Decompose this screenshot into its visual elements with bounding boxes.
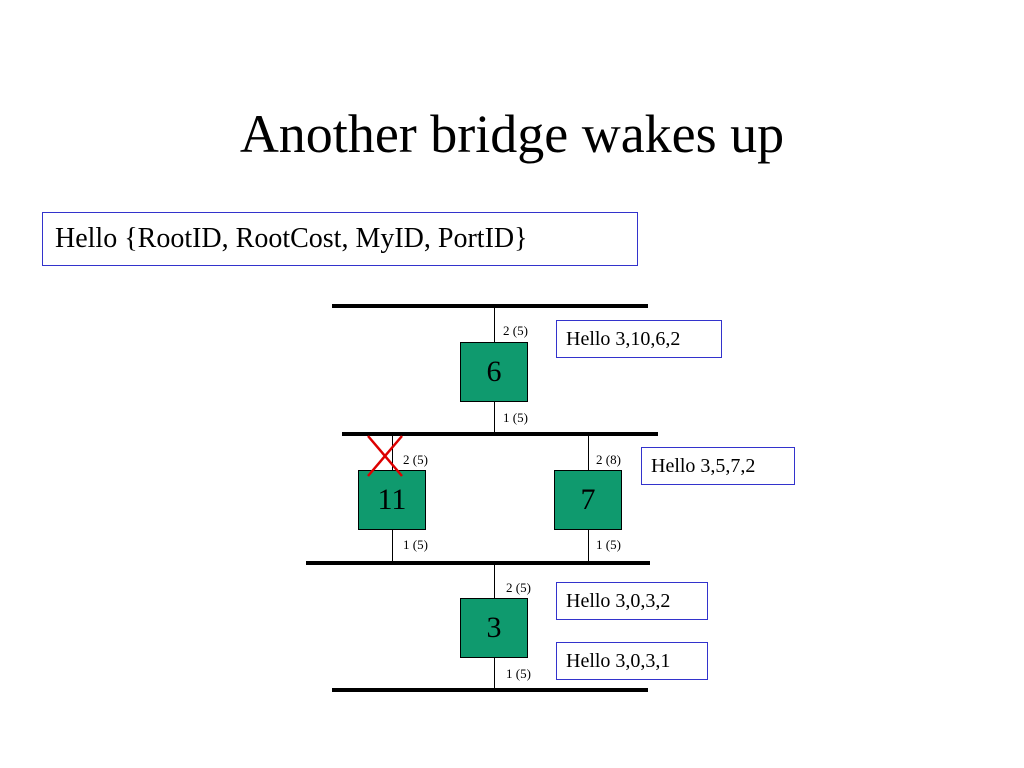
bridge-7: 7: [554, 470, 622, 530]
bridge-3-port-1-link: [494, 656, 495, 688]
bridge-6-port-1-link: [494, 400, 495, 432]
blocked-port-x-icon: [367, 435, 403, 477]
bridge-3-port-1-label: 1 (5): [506, 666, 531, 681]
lan-segment-upper-middle: [342, 432, 658, 436]
bridge-3-port-2-label: 2 (5): [506, 580, 531, 595]
bridge-7-port-1-link: [588, 528, 589, 561]
slide-title: Another bridge wakes up: [239, 104, 785, 164]
bridge-7-port-1-label: 1 (5): [596, 537, 621, 552]
bridge-6-port-2-label: 2 (5): [503, 323, 528, 338]
lan-segment-top: [332, 304, 648, 308]
bridge-11: 11: [358, 470, 426, 530]
bridge-11-port-1-link: [392, 528, 393, 561]
hello-message-bridge-3-port-1: Hello 3,0,3,1: [556, 642, 708, 680]
bridge-11-port-2-label: 2 (5): [403, 452, 428, 467]
bridge-6-port-2-link: [494, 308, 495, 342]
lan-segment-lower-middle: [306, 561, 650, 565]
bridge-6: 6: [460, 342, 528, 402]
bridge-11-port-1-label: 1 (5): [403, 537, 428, 552]
hello-format-legend: Hello {RootID, RootCost, MyID, PortID}: [42, 212, 638, 266]
hello-message-bridge-3-port-2: Hello 3,0,3,2: [556, 582, 708, 620]
bridge-6-port-1-label: 1 (5): [503, 410, 528, 425]
bridge-7-port-2-label: 2 (8): [596, 452, 621, 467]
bridge-11-port-2-link: [392, 436, 393, 470]
hello-message-bridge-7: Hello 3,5,7,2: [641, 447, 795, 485]
bridge-3-port-2-link: [494, 565, 495, 598]
hello-message-bridge-6: Hello 3,10,6,2: [556, 320, 722, 358]
bridge-3: 3: [460, 598, 528, 658]
lan-segment-bottom: [332, 688, 648, 692]
bridge-7-port-2-link: [588, 436, 589, 470]
